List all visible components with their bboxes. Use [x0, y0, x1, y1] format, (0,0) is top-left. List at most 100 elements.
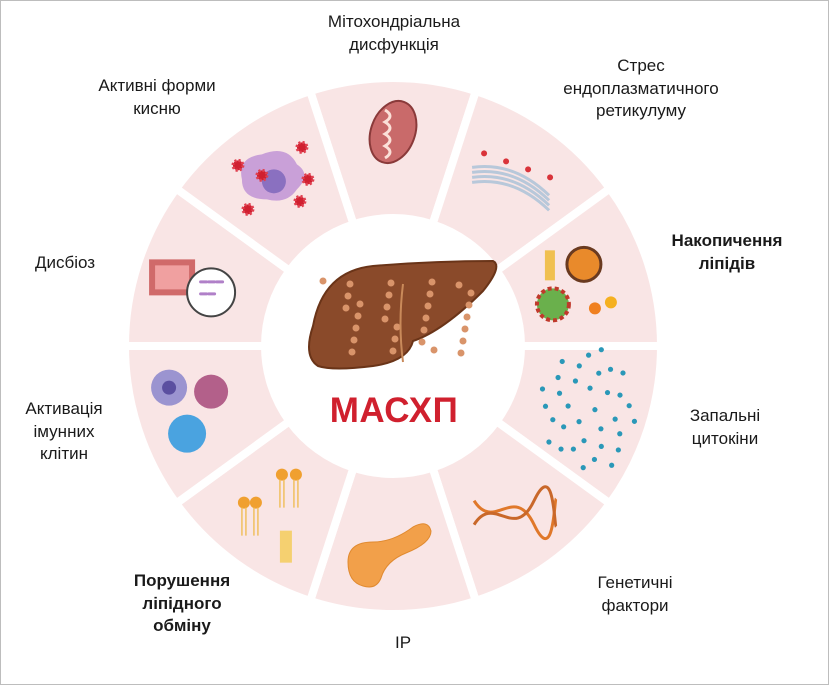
- er-membrane: [471, 180, 551, 212]
- reactive-oxygen-icon: [231, 158, 245, 172]
- lipid-droplet-icon: [588, 302, 601, 315]
- phospholipid-tail: [279, 479, 285, 508]
- liver-fat-spot: [420, 326, 428, 334]
- liver-fat-spot: [344, 292, 352, 300]
- center-title: МАСХП: [329, 391, 459, 430]
- phospholipid-tail: [253, 507, 259, 536]
- cytokine-dot: [570, 446, 576, 452]
- label-ir: ІР: [394, 633, 412, 652]
- reactive-oxygen-icon: [295, 140, 309, 154]
- er-stress-mark: [547, 174, 554, 181]
- phospholipid-head: [275, 468, 288, 481]
- cytokine-dot: [607, 366, 614, 372]
- liver-fat-spot: [467, 289, 475, 297]
- immune-cell-icon-3: [168, 414, 207, 453]
- cytokine-dot: [556, 390, 563, 396]
- lipid-chain-icon: [279, 530, 292, 563]
- cytokine-dot: [559, 358, 565, 365]
- cytokine-dot: [539, 386, 546, 392]
- cytokine-dot: [555, 374, 561, 381]
- reactive-oxygen-icon: [255, 168, 269, 182]
- cytokine-dot: [609, 462, 615, 468]
- mitochondrion-icon: [368, 100, 418, 164]
- cytokine-dot: [631, 418, 638, 424]
- cytokine-dot: [617, 392, 623, 398]
- liver-fat-spot: [465, 301, 473, 309]
- liver-fat-spot: [348, 348, 356, 356]
- pancreas-icon: [347, 523, 432, 588]
- reactive-oxygen-icon: [293, 194, 307, 208]
- cytokine-dot: [626, 403, 632, 409]
- cytokine-dot: [585, 352, 592, 358]
- intestine-icon: [149, 259, 196, 296]
- liver-fat-spot: [418, 338, 426, 346]
- reactive-oxygen-icon: [241, 202, 255, 216]
- liver-fat-spot: [350, 336, 358, 344]
- phospholipid-tail: [293, 479, 299, 508]
- cytokine-dot: [598, 347, 604, 353]
- liver-fat-spot: [461, 325, 469, 333]
- er-stress-mark: [481, 150, 488, 157]
- cytokine-dot: [598, 443, 604, 450]
- liver-fat-spot: [356, 300, 364, 308]
- liver-fat-spot: [389, 347, 397, 355]
- er-membrane: [471, 170, 551, 202]
- liver-fat-spot: [430, 346, 438, 354]
- cytokine-dot: [558, 446, 564, 452]
- liver-fat-spot: [319, 277, 327, 285]
- cytokine-dot: [550, 417, 556, 423]
- cytokine-dot: [596, 370, 602, 376]
- er-stress-mark: [525, 166, 532, 173]
- cytokine-dot: [598, 426, 604, 432]
- liver-fat-spot: [387, 279, 395, 287]
- immune-cell-icon-2: [194, 374, 229, 409]
- bacterium: [207, 292, 217, 296]
- bacterium: [199, 292, 209, 296]
- cytokine-dot: [576, 363, 582, 369]
- cytokine-dot: [580, 465, 586, 471]
- reactive-oxygen-icon: [301, 172, 315, 186]
- phospholipid-head: [289, 468, 302, 481]
- liver-fat-spot: [426, 290, 434, 298]
- cytokine-dot: [587, 385, 593, 391]
- er-membrane: [471, 175, 551, 207]
- cytokine-dot: [612, 416, 618, 422]
- cytokine-dot: [546, 439, 552, 445]
- cytokine-dot: [615, 447, 621, 453]
- liver-fat-spot: [393, 323, 401, 331]
- mitochondrion-cristae: [382, 108, 392, 160]
- dna-strand-2: [472, 485, 558, 528]
- lipid-chain-icon: [544, 250, 555, 281]
- liver-fat-spot: [463, 313, 471, 321]
- cytokine-dot: [617, 431, 623, 437]
- cytokine-dot: [561, 424, 567, 430]
- liver-fat-spot: [385, 291, 393, 299]
- liver-fat-spot: [422, 314, 430, 322]
- er-membrane: [471, 165, 551, 197]
- cytokine-dot: [565, 403, 571, 409]
- phospholipid-head: [249, 496, 262, 509]
- cytokine-dot: [572, 378, 579, 384]
- liver-ligament: [399, 283, 404, 363]
- phospholipid-tail: [241, 507, 247, 536]
- liver-fat-spot: [424, 302, 432, 310]
- cytokine-dot: [604, 389, 611, 396]
- liver-fat-spot: [457, 349, 465, 357]
- liver-fat-spot: [354, 312, 362, 320]
- bacterium: [199, 280, 209, 284]
- lipoprotein-icon: [565, 245, 603, 283]
- lipoprotein-icon-2: [534, 286, 571, 323]
- liver-fat-spot: [383, 303, 391, 311]
- lipid-droplet-icon-2: [604, 296, 617, 309]
- liver-fat-spot: [346, 280, 354, 288]
- liver-fat-spot: [381, 315, 389, 323]
